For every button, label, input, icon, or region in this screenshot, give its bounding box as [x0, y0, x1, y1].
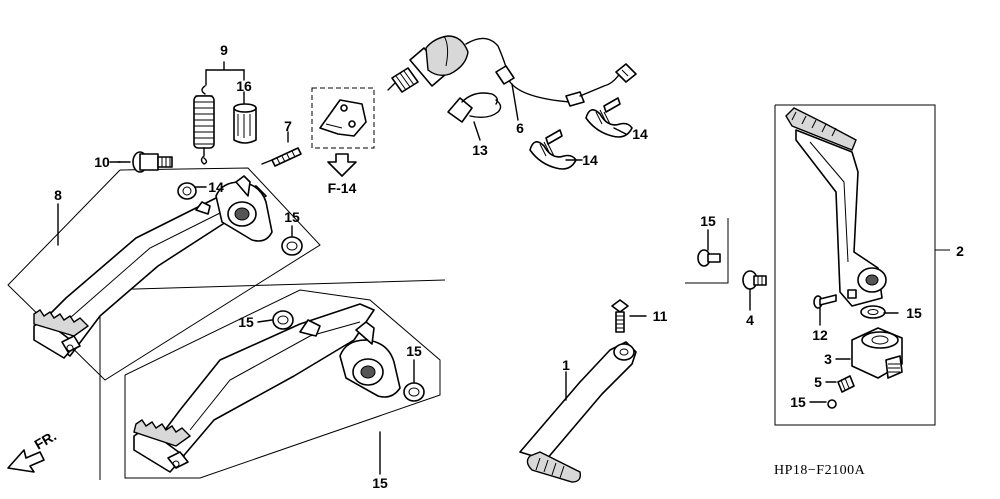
- kick-pin: [813, 294, 837, 309]
- pedal-bolt: [611, 299, 629, 333]
- kick-joint: [851, 327, 903, 379]
- callout-3: 3: [824, 351, 832, 367]
- kick-starter-arm: [785, 107, 887, 307]
- callout-10: 10: [94, 154, 110, 170]
- frame-brake-pedal-lower-box: [124, 289, 441, 479]
- cable-band-lower: [529, 129, 577, 170]
- callout-15-c: 15: [238, 314, 254, 330]
- callout-15-d: 15: [406, 343, 422, 359]
- callout-2: 2: [956, 243, 964, 259]
- frame-brake-pedal-upper: [7, 167, 321, 381]
- callout-20: 16: [236, 78, 252, 94]
- diagram-code: HP18−F2100A: [774, 463, 866, 478]
- reference-f14-label: F-14: [328, 180, 357, 196]
- detent-spring: [837, 375, 855, 393]
- callout-15-b: 15: [284, 209, 300, 225]
- detent-ball: [827, 399, 837, 409]
- callout-11: 11: [653, 308, 668, 324]
- reference-box-f14: [311, 87, 375, 149]
- callout-5: 5: [814, 374, 822, 390]
- callout-6: 6: [516, 120, 524, 136]
- callout-18: 15: [700, 213, 716, 229]
- callout-14-upper: 14: [632, 126, 648, 142]
- cable-clip: [447, 92, 502, 123]
- callout-4: 4: [746, 312, 754, 328]
- callout-12: 12: [812, 327, 828, 343]
- brake-light-switch: [387, 35, 637, 107]
- gearshift-pedal: [519, 341, 637, 483]
- frame-bolt-18: [685, 218, 729, 284]
- callout-7: 7: [284, 118, 292, 134]
- callout-19: 15: [372, 475, 388, 491]
- oil-seal-a: [177, 182, 197, 200]
- front-direction-label: FR.: [32, 427, 60, 452]
- oil-seal-d: [403, 382, 425, 402]
- reference-arrow: [327, 153, 357, 177]
- oil-seal-c: [272, 310, 294, 330]
- callout-15-a: 14: [208, 179, 224, 195]
- brake-pedal-lower: [133, 303, 401, 473]
- callout-16: 15: [906, 305, 922, 321]
- return-spring: [193, 61, 245, 165]
- callout-17: 15: [790, 394, 806, 410]
- small-spring: [261, 131, 302, 167]
- callout-8: 8: [54, 187, 62, 203]
- brake-pedal-upper: [33, 175, 273, 359]
- spring-collar: [233, 93, 257, 144]
- callout-13: 13: [472, 142, 488, 158]
- washer: [860, 305, 886, 319]
- leader-lines: [57, 83, 899, 475]
- pivot-bolt: [117, 151, 173, 173]
- frame-kick-starter: [774, 104, 936, 426]
- oil-seal-b: [281, 236, 303, 256]
- front-direction-arrow: [7, 449, 45, 473]
- callout-14-lower: 14: [582, 152, 598, 168]
- bolt-18: [697, 249, 721, 267]
- callout-9: 9: [220, 42, 228, 58]
- switch-bracket: [319, 99, 367, 137]
- bolt-4: [742, 270, 767, 290]
- cable-band-upper: [585, 97, 633, 138]
- callout-1: 1: [562, 357, 570, 373]
